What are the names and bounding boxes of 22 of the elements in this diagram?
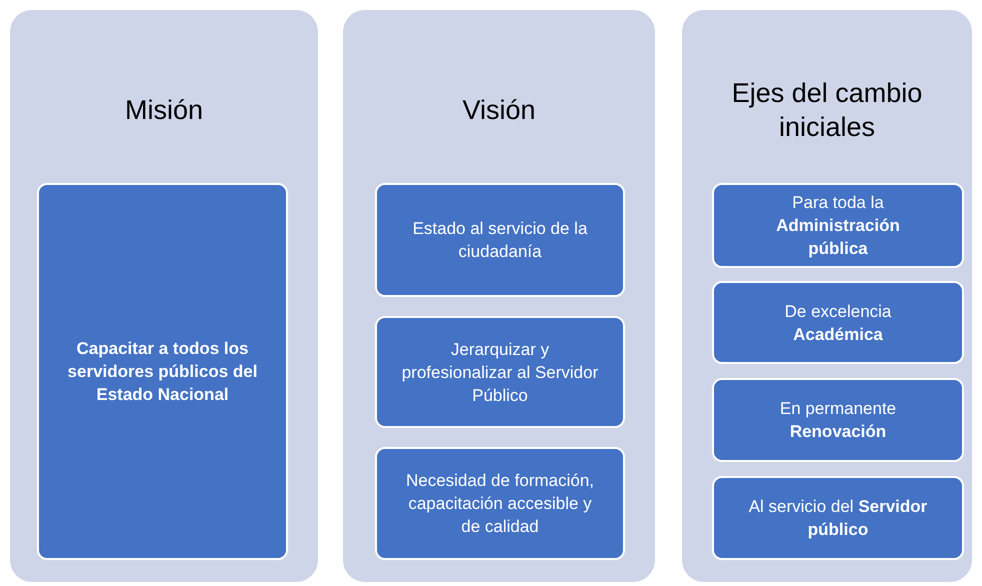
box-text: Para toda la Administración pública: [775, 192, 901, 260]
content-box: [375, 316, 625, 428]
content-box: [37, 183, 288, 560]
content-box: [712, 378, 964, 462]
column-heading: Visión: [462, 94, 536, 127]
box-text: Jerarquizar y profesionalizar al Servidor Público: [400, 338, 600, 406]
column-panel: [343, 10, 655, 582]
content-box: [712, 281, 964, 364]
content-box: [375, 447, 625, 560]
box-text: En permanente Renovación: [778, 398, 898, 443]
box-text: Al servicio del Servidor público: [748, 496, 928, 541]
box-text: De excelencia Académica: [784, 300, 892, 346]
content-box: [712, 183, 964, 268]
column-panel: [682, 10, 972, 582]
content-box: [712, 476, 964, 560]
content-box: [375, 183, 625, 297]
box-text: Capacitar a todos los servidores públicos del Estado Nacional: [66, 338, 258, 406]
box-text: Necesidad de formación, capacitación accesible y de calidad: [405, 470, 595, 538]
box-text: Estado al servicio de la ciudadanía: [412, 218, 588, 263]
column-heading: Misión: [124, 94, 204, 127]
column-panel: [10, 10, 318, 582]
column-heading: Ejes del cambio iniciales: [730, 77, 924, 144]
